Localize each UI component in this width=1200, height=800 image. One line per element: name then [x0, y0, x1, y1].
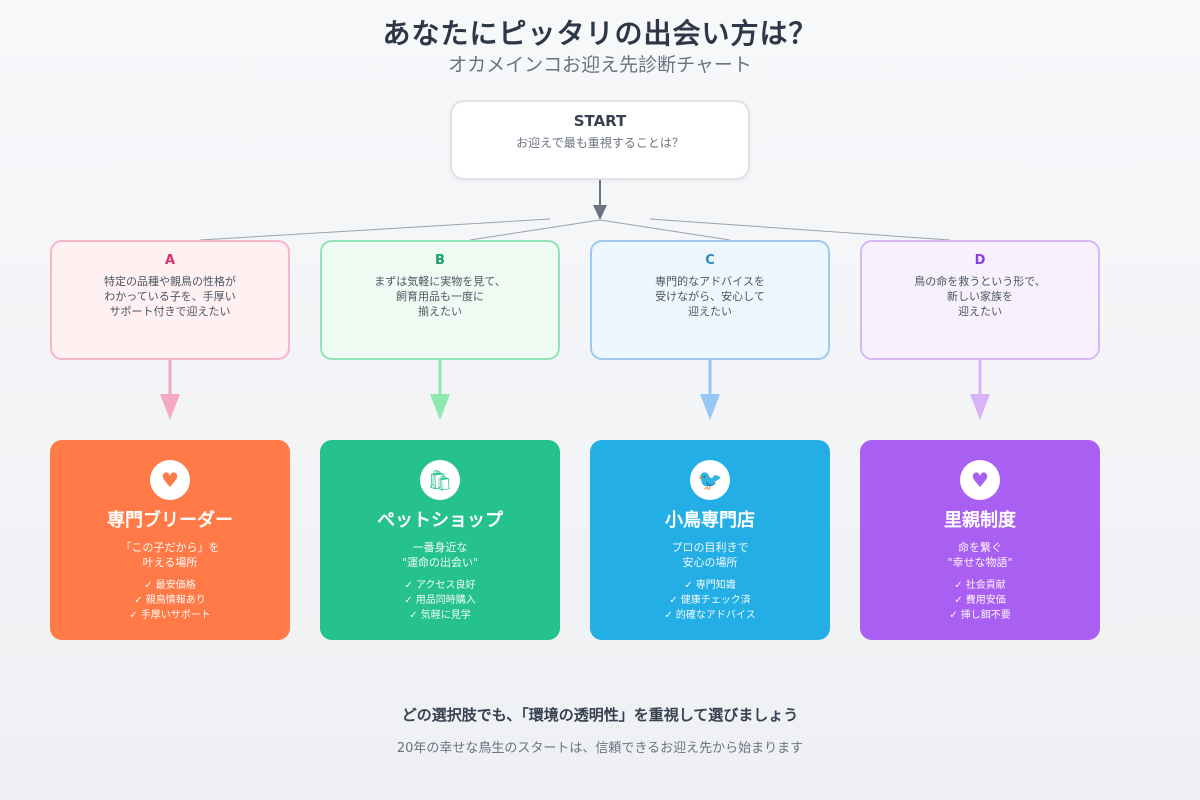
option-letter: C — [705, 253, 715, 268]
option-arrows — [160, 360, 990, 420]
result-bird-shop-card: 🐦 小鳥専門店 プロの目利きで 安心の場所 ✓ 専門知識 ✓ 健康チェック済 ✓… — [590, 440, 830, 640]
result-title: 専門ブリーダー — [107, 510, 233, 531]
option-b-box: B まずは気軽に実物を見て、 飼育用品も一度に 揃えたい — [320, 240, 560, 360]
option-text: 特定の品種や親鳥の性格が わかっている子を、手厚い サポート付きで迎えたい — [104, 275, 236, 318]
result-features: ✓ 最安価格 ✓ 親鳥情報あり ✓ 手厚いサポート — [129, 580, 211, 621]
option-arrowhead — [700, 394, 720, 420]
result-icon-circle: ♥ — [960, 460, 1000, 500]
start-arrowhead — [593, 205, 607, 220]
result-foster-card: ♥ 里親制度 命を繋ぐ "幸せな物語" ✓ 社会貢献 ✓ 費用安価 ✓ 挿し餌不… — [860, 440, 1100, 640]
result-pet-shop-card: 🛍 ペットショップ 一番身近な "運命の出会い" ✓ アクセス良好 ✓ 用品同時… — [320, 440, 560, 640]
result-icon-circle: 🛍 — [420, 460, 460, 500]
option-text: 鳥の命を救うという形で、 新しい家族を 迎えたい — [914, 275, 1046, 318]
chart-subtitle: オカメインコお迎え先診断チャート — [448, 54, 752, 76]
option-letter: B — [435, 253, 445, 268]
footer-sub-text: 20年の幸せな鳥生のスタートは、信頼できるお迎え先から始まります — [396, 741, 804, 756]
option-c-box: C 専門的なアドバイスを 受けながら、安心して 迎えたい — [590, 240, 830, 360]
option-a-box: A 特定の品種や親鳥の性格が わかっている子を、手厚い サポート付きで迎えたい — [50, 240, 290, 360]
option-d-box: D 鳥の命を救うという形で、 新しい家族を 迎えたい — [860, 240, 1100, 360]
start-question: お迎えで最も重視することは？ — [516, 136, 684, 150]
result-features: ✓ アクセス良好 ✓ 用品同時購入 ✓ 気軽に見学 — [404, 580, 476, 621]
result-description: 一番身近な "運命の出会い" — [401, 541, 479, 569]
result-features: ✓ 社会貢献 ✓ 費用安価 ✓ 挿し餌不要 — [949, 580, 1011, 621]
result-icon-circle: ♥ — [150, 460, 190, 500]
shopping-bag-icon: 🛍 — [427, 468, 453, 492]
result-title: 里親制度 — [944, 510, 1016, 531]
heart-icon: ♥ — [971, 468, 989, 492]
result-description: プロの目利きで 安心の場所 — [671, 541, 749, 569]
option-text: まずは気軽に実物を見て、 飼育用品も一度に 揃えたい — [374, 275, 506, 318]
result-title: ペットショップ — [377, 510, 503, 531]
result-description: 「この子だから」を 叶える場所 — [120, 541, 220, 569]
branch-line-c — [599, 219, 731, 241]
start-label: START — [573, 112, 627, 130]
result-breeder-card: ♥ 専門ブリーダー 「この子だから」を 叶える場所 ✓ 最安価格 ✓ 親鳥情報あ… — [50, 440, 290, 640]
option-arrowhead — [970, 394, 990, 420]
option-arrowhead — [160, 394, 180, 420]
footer-main-text: どの選択肢でも、「環境の透明性」を重視して選びましょう — [401, 706, 799, 724]
option-letter: D — [974, 253, 986, 268]
bird-icon: 🐦 — [697, 468, 723, 492]
start-node: START お迎えで最も重視することは？ — [450, 100, 750, 180]
heart-icon: ♥ — [161, 468, 179, 492]
branch-line-a — [199, 218, 551, 241]
result-icon-circle: 🐦 — [690, 460, 730, 500]
branch-line-b — [469, 219, 601, 241]
result-title: 小鳥専門店 — [665, 510, 755, 531]
result-description: 命を繋ぐ "幸せな物語" — [947, 541, 1013, 569]
option-arrowhead — [430, 394, 450, 420]
chart-title: あなたにピッタリの出会い方は？ — [382, 17, 818, 50]
result-features: ✓ 専門知識 ✓ 健康チェック済 ✓ 的確なアドバイス — [664, 580, 756, 621]
option-letter: A — [164, 253, 176, 268]
option-text: 専門的なアドバイスを 受けながら、安心して 迎えたい — [655, 275, 765, 318]
branch-line-d — [649, 218, 951, 241]
